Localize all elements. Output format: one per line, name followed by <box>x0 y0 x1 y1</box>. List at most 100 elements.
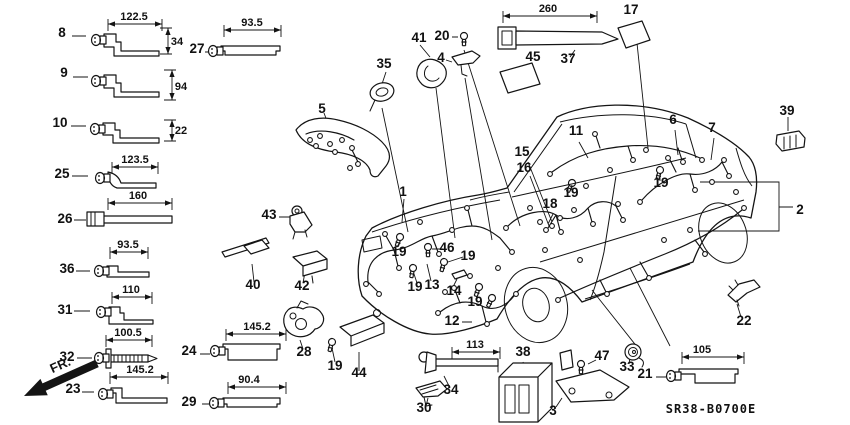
part-14-drawing <box>451 269 468 280</box>
callout-19-39: 19 <box>407 279 422 294</box>
plug-head <box>665 369 682 383</box>
connector-dot <box>604 291 610 297</box>
connector-dot <box>592 131 598 137</box>
fr-direction-arrow <box>24 359 99 396</box>
bolt-glyph <box>459 31 469 47</box>
part-10-drawing <box>102 122 160 144</box>
callout-27-1: 27 <box>189 41 204 56</box>
connector-dot <box>549 223 555 229</box>
callout-29-11: 29 <box>181 394 196 409</box>
part-43-hole <box>294 208 300 214</box>
callout-1-27: 1 <box>399 184 407 199</box>
rear-harness <box>641 159 729 201</box>
harness-runs <box>367 135 743 323</box>
part-28-drawing <box>283 306 325 338</box>
plug-head <box>89 122 106 136</box>
front-wheel-hub <box>522 287 550 323</box>
part-44-hole <box>373 309 381 317</box>
dimension-line <box>502 11 598 23</box>
callout-6-31: 6 <box>669 112 677 127</box>
dimension-arrow <box>224 27 281 33</box>
dimension-label: 93.5 <box>117 239 138 251</box>
connector-dot <box>709 179 715 185</box>
part-28-hole <box>295 318 307 330</box>
callout-41-20: 41 <box>411 30 427 45</box>
part-17-drawing <box>617 20 651 49</box>
connector-dot <box>435 310 441 316</box>
dimension-line <box>111 162 159 174</box>
dimension-label: 160 <box>129 190 147 202</box>
engine-bay-harness <box>367 209 511 293</box>
plug-head <box>90 74 107 88</box>
car-outline <box>357 104 758 335</box>
dimension-line <box>109 372 169 384</box>
bolt-glyph <box>408 263 418 279</box>
dimension-label: 123.5 <box>121 154 149 166</box>
connector-dot <box>484 321 490 327</box>
callout-28-16: 28 <box>296 344 312 359</box>
plug-head <box>93 264 110 278</box>
part-43-feet <box>292 229 308 240</box>
connector-dot <box>630 157 636 163</box>
callout-39-26: 39 <box>779 103 794 118</box>
callout-32-8: 32 <box>59 349 74 364</box>
connector-dot <box>661 237 667 243</box>
callout-46-34: 46 <box>439 240 455 255</box>
dimension-label: 100.5 <box>114 327 142 339</box>
part-40-clip <box>243 239 270 255</box>
connector-dot <box>733 189 739 195</box>
connector-dot <box>583 183 589 189</box>
part-29-drawing <box>222 397 281 408</box>
callout-43-13: 43 <box>261 207 277 222</box>
floor-harness <box>559 209 743 299</box>
connector-dot <box>513 291 519 297</box>
part-31-drawing <box>108 306 154 325</box>
part-33-inner <box>628 347 638 357</box>
part-30-drawing <box>415 380 448 398</box>
callout-18-33: 18 <box>542 196 558 211</box>
dimension-label: 145.2 <box>243 321 271 333</box>
callout-17-25: 17 <box>623 2 638 17</box>
callout-13-37: 13 <box>424 277 440 292</box>
dimension-arrow <box>110 374 168 380</box>
part-36-drawing <box>106 265 150 278</box>
plug-head <box>97 387 114 401</box>
callout-19-43: 19 <box>653 175 668 190</box>
callout-30-48: 30 <box>416 400 431 415</box>
callout-33-51: 33 <box>619 359 635 374</box>
connector-dot <box>571 207 577 213</box>
plug-head <box>94 171 111 185</box>
plug-head <box>207 44 224 58</box>
connector-dot <box>503 225 509 231</box>
callout-15-28: 15 <box>514 144 530 159</box>
dimension-label: 90.4 <box>238 374 260 386</box>
dimension-label: 113 <box>466 339 484 351</box>
part-41-drawing <box>416 58 447 89</box>
dimension-label: 94 <box>175 81 188 93</box>
dimension-line <box>107 198 173 210</box>
dimension-line <box>227 382 287 394</box>
part-42-drawing <box>292 250 328 277</box>
callout-40-14: 40 <box>245 277 260 292</box>
part-9-drawing <box>103 74 160 98</box>
bolt-glyph <box>423 242 433 258</box>
dimension-arrow <box>165 28 171 54</box>
connector-dot <box>741 205 747 211</box>
dimension-arrow <box>682 354 744 360</box>
part-3-hole <box>568 387 576 395</box>
part-37-drawing <box>497 26 517 50</box>
connector-dot <box>449 227 455 233</box>
bolt-glyph <box>439 257 449 273</box>
connector-dot <box>607 167 613 173</box>
callout-2-bracket <box>698 181 793 232</box>
callout-22-45: 22 <box>736 313 751 328</box>
callout-44-18: 44 <box>351 365 367 380</box>
bolt-glyph <box>485 293 497 308</box>
diagram-code: SR38-B0700E <box>666 402 756 416</box>
dimension-line <box>107 19 163 31</box>
connector-dot <box>537 219 543 225</box>
connector-dot <box>543 227 549 233</box>
connector-dot <box>327 141 333 147</box>
